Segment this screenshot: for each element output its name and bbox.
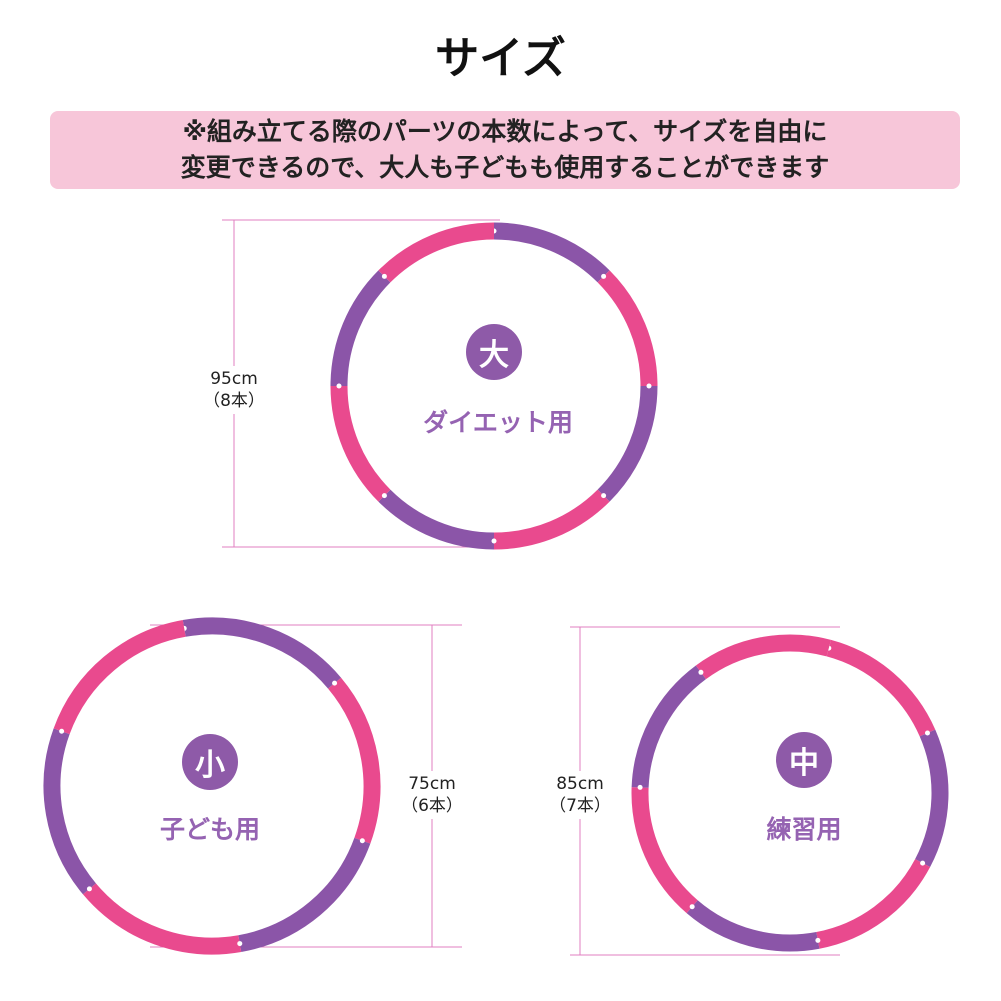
size-badge-small: 小 bbox=[182, 734, 238, 790]
hoop-segment bbox=[53, 620, 186, 735]
hoop-segment bbox=[327, 677, 381, 844]
hoop-button bbox=[237, 941, 243, 947]
hoop-button bbox=[336, 383, 342, 389]
hoop-segment bbox=[686, 900, 820, 952]
hoop-button bbox=[381, 493, 387, 499]
hoop-button bbox=[646, 383, 652, 389]
page-title: サイズ bbox=[435, 33, 566, 84]
hoop-segment bbox=[238, 837, 371, 952]
dimension-label-medium: 85cm （7本） bbox=[549, 771, 611, 819]
purpose-label-small: 子ども用 bbox=[159, 815, 261, 844]
dimension-label-large: 95cm （8本） bbox=[203, 366, 265, 414]
hoop-segment bbox=[378, 489, 495, 550]
size-badge-medium: 中 bbox=[776, 732, 832, 788]
hoop-segment bbox=[695, 634, 832, 680]
hoop-button bbox=[815, 937, 821, 943]
hoop-button bbox=[381, 273, 387, 279]
hoop-button bbox=[601, 273, 607, 279]
hoop-segment bbox=[330, 270, 391, 387]
hoop-button bbox=[332, 680, 338, 686]
hoop-button bbox=[59, 728, 65, 734]
hoop-button bbox=[637, 784, 643, 790]
size-badge-large: 大 bbox=[466, 324, 522, 380]
banner-line-1: ※組み立てる際のパーツの本数によって、サイズを自由に bbox=[182, 117, 828, 146]
hoop-button bbox=[491, 538, 497, 544]
hoop-button bbox=[698, 669, 704, 675]
hoop-segment bbox=[597, 270, 658, 387]
hoop-segment bbox=[631, 665, 707, 788]
diameter: 95cm bbox=[210, 369, 258, 389]
hoop-button bbox=[920, 860, 926, 866]
hoop-button bbox=[86, 886, 92, 892]
piece-count: （7本） bbox=[549, 796, 611, 816]
piece-count: （6本） bbox=[401, 796, 463, 816]
hoop-button bbox=[359, 838, 365, 844]
diameter: 75cm bbox=[408, 774, 456, 794]
hoop-segment bbox=[631, 787, 698, 914]
hoop-segment bbox=[493, 222, 610, 283]
banner-line-2: 変更できるので、大人も子どもも使用することができます bbox=[180, 153, 830, 182]
purpose-label-large: ダイエット用 bbox=[423, 408, 573, 437]
diameter: 85cm bbox=[556, 774, 604, 794]
piece-count: （8本） bbox=[203, 391, 265, 411]
hoop-segment bbox=[816, 858, 931, 949]
purpose-label-medium: 練習用 bbox=[766, 815, 842, 844]
hoop-segment bbox=[43, 728, 97, 895]
hoop-segment bbox=[182, 617, 342, 689]
dimension-label-small: 75cm （6本） bbox=[401, 771, 463, 819]
hoop-button bbox=[601, 493, 607, 499]
hoop-segment bbox=[378, 222, 495, 283]
hoop-segment bbox=[493, 489, 610, 550]
hoop-segment bbox=[915, 729, 949, 868]
info-banner: ※組み立てる際のパーツの本数によって、サイズを自由に 変更できるので、大人も子ど… bbox=[50, 111, 960, 189]
hoop-segment bbox=[82, 883, 242, 955]
hoop-segment bbox=[597, 385, 658, 502]
hoop-button bbox=[689, 904, 695, 910]
hoop-segment bbox=[826, 639, 936, 737]
hoop-segment bbox=[330, 385, 391, 502]
hoop-button bbox=[924, 730, 930, 736]
